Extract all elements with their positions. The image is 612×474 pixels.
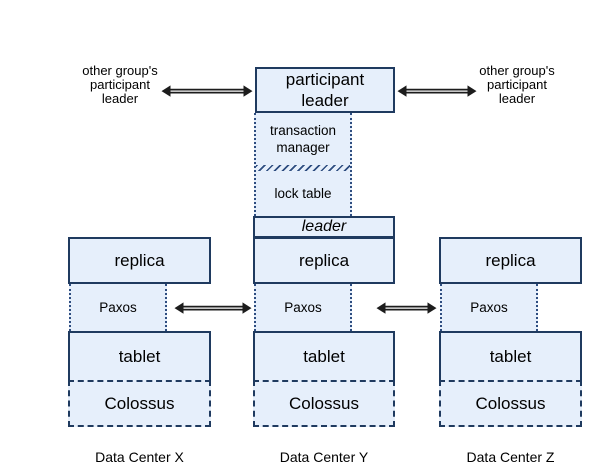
colossus-label: Colossus [289, 394, 359, 413]
hatch-divider [256, 165, 350, 171]
external-participant-leader-label-right: other group's participant leader [479, 63, 555, 106]
colossus-label: Colossus [104, 394, 175, 413]
paxos-label: Paxos [470, 300, 508, 315]
double-arrow-icon-paxos-yz [376, 302, 437, 314]
lock-table-label: lock table [274, 186, 332, 201]
tablet-box-x: tablet [68, 331, 211, 380]
colossus-box-x: Colossus [68, 380, 211, 427]
transaction-manager-label: transaction manager [269, 123, 337, 155]
double-arrow-icon-paxos-xy [174, 302, 252, 314]
leader-box: leader [253, 216, 395, 238]
replica-label: replica [114, 251, 165, 270]
datacenter-label-y: Data Center Y [279, 449, 369, 465]
paxos-label: Paxos [284, 300, 322, 315]
tablet-label: tablet [303, 347, 345, 366]
paxos-strip-y: Paxos [254, 284, 352, 331]
double-arrow-icon-left-external [161, 85, 253, 97]
replica-box-z: replica [439, 237, 582, 284]
transaction-manager-section: transaction manager [256, 113, 350, 165]
colossus-box-y: Colossus [253, 380, 395, 427]
transaction-manager-lock-table-strip: transaction manager lock table [254, 113, 352, 216]
datacenter-label-z: Data Center Z [466, 449, 555, 465]
datacenter-label-x: Data Center X [95, 449, 184, 465]
leader-label: leader [301, 218, 347, 235]
replica-label: replica [485, 251, 536, 270]
tablet-label: tablet [489, 347, 532, 366]
tablet-box-z: tablet [439, 331, 582, 380]
replica-label: replica [298, 251, 350, 270]
participant-leader-label: participant leader [285, 70, 365, 110]
paxos-strip-x: Paxos [69, 284, 167, 331]
double-arrow-icon-right-external [397, 85, 477, 97]
paxos-strip-z: Paxos [440, 284, 538, 331]
colossus-box-z: Colossus [439, 380, 582, 427]
tablet-label: tablet [118, 347, 161, 366]
replica-box-x: replica [68, 237, 211, 284]
participant-leader-box: participant leader [255, 67, 395, 113]
external-participant-leader-label-left: other group's participant leader [82, 63, 158, 106]
replica-box-y: replica [253, 237, 395, 284]
lock-table-section: lock table [256, 171, 350, 216]
tablet-box-y: tablet [253, 331, 395, 380]
colossus-label: Colossus [475, 394, 546, 413]
paxos-label: Paxos [99, 300, 137, 315]
